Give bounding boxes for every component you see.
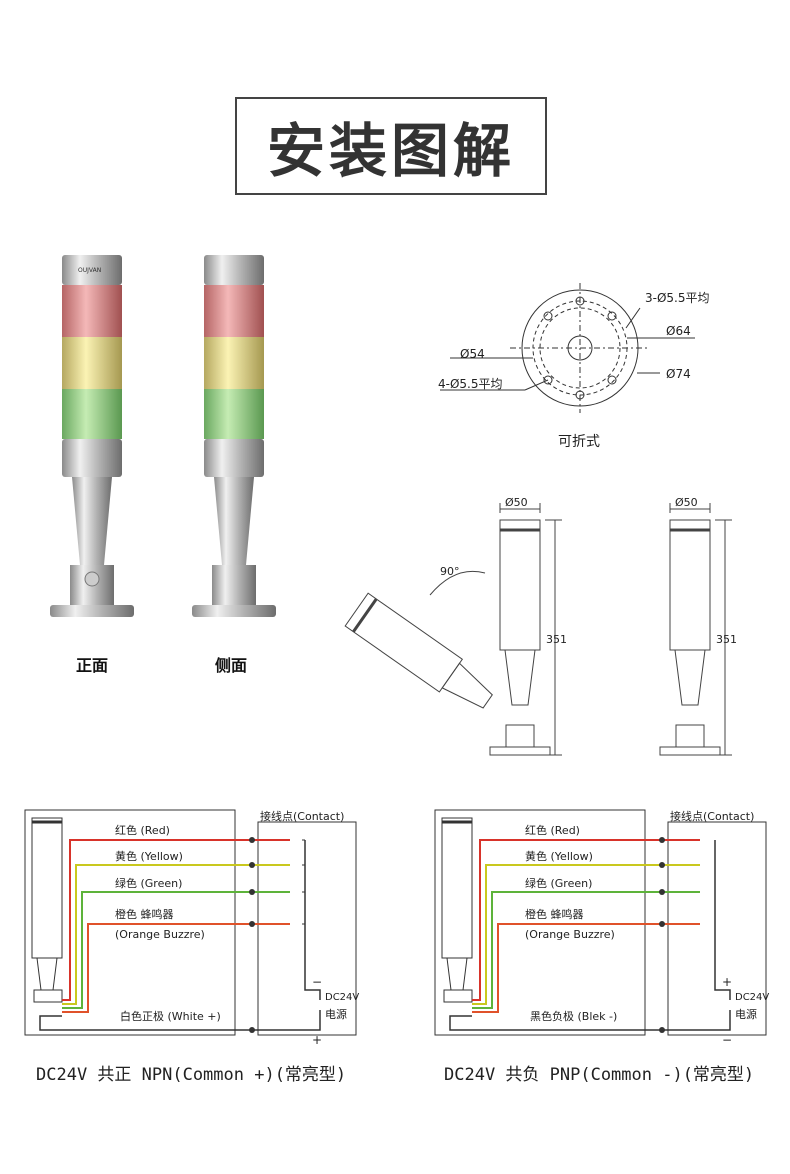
angle-label: 90° [440,565,460,578]
npn-yellow-label: 黄色 (Yellow) [115,849,183,863]
d64-label: Ø64 [666,324,691,338]
pnp-orange-label: 橙色 蜂鸣器 [525,907,584,921]
npn-caption: DC24V 共正 NPN(Common +)(常亮型) [36,1065,347,1085]
height-label-1: 351 [546,633,567,646]
pnp-contact-label: 接线点(Contact) [670,809,754,823]
wiring-pnp-diagram: 接线点(Contact) 红色 (Red) 黄色 (Yellow) 绿色 (Gr… [434,809,769,1047]
pnp-plus-sign: + [722,975,732,989]
page-title-box: 安装图解 [235,97,547,195]
height-label-2: 351 [716,633,737,646]
tower-side-view [192,255,276,617]
holes-top-label: 3-Ø5.5平均 [645,291,710,305]
tower-light-illustration: OUJVAN [50,255,276,617]
diameter-label-1: Ø50 [505,496,528,509]
npn-dc-label: DC24V [325,992,359,1003]
pnp-power-label: 电源 [735,1007,757,1021]
d74-label: Ø74 [666,367,691,381]
pnp-yellow-label: 黄色 (Yellow) [525,849,593,863]
npn-orange-label: 橙色 蜂鸣器 [115,907,174,921]
side-view-label: 侧面 [215,656,248,675]
tower-front-view: OUJVAN [50,255,134,617]
pnp-orange-en-label: (Orange Buzzre) [525,928,615,941]
pnp-green-label: 绿色 (Green) [525,876,592,890]
pnp-caption: DC24V 共负 PNP(Common -)(常亮型) [444,1065,755,1085]
npn-red-label: 红色 (Red) [115,823,170,837]
pnp-red-label: 红色 (Red) [525,823,580,837]
npn-contact-label: 接线点(Contact) [260,809,344,823]
page-title: 安装图解 [266,117,515,185]
npn-power-label: 电源 [325,1007,347,1021]
brand-text: OUJVAN [78,267,101,274]
npn-orange-en-label: (Orange Buzzre) [115,928,205,941]
npn-green-label: 绿色 (Green) [115,876,182,890]
holes-bottom-label: 4-Ø5.5平均 [438,377,503,391]
pnp-dc-label: DC24V [735,992,769,1003]
pnp-minus-sign: − [722,1033,732,1047]
wiring-npn-diagram: 接线点(Contact) 红色 (Red) 黄色 (Yellow) 绿色 (Gr… [24,809,359,1047]
d54-label: Ø54 [460,347,485,361]
npn-minus-sign: − [312,975,322,989]
foldable-label: 可折式 [558,434,600,450]
pnp-common-label: 黑色负极 (Blek -) [530,1009,617,1023]
npn-common-label: 白色正极 (White +) [120,1009,221,1023]
dimension-drawings: Ø50 Ø50 351 351 90° [344,496,737,756]
diameter-label-2: Ø50 [675,496,698,509]
front-view-label: 正面 [76,656,109,675]
flange-drawing: 3-Ø5.5平均 Ø64 Ø54 4-Ø5.5平均 Ø74 可折式 [438,283,710,450]
npn-plus-sign: + [312,1033,322,1047]
